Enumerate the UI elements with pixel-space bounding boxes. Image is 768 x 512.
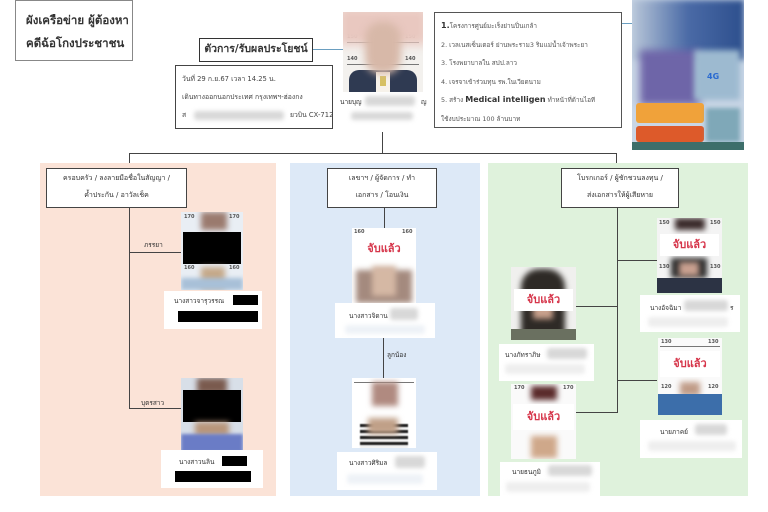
- member-nameplate-broker-4: นายธนภูมิ: [500, 462, 600, 498]
- member-photo-broker-4: 170 170 จับแล้ว: [511, 384, 576, 459]
- travel-flight: ส ยวบิน CX-712: [182, 111, 334, 120]
- redaction-bar: [233, 295, 258, 305]
- blurred-text: [505, 364, 585, 374]
- arrested-label: จับแล้ว: [660, 351, 720, 377]
- project-item: 1.โครงการศูนย์มะเร็งย่านปิ่นเกล้า: [441, 21, 537, 30]
- arrested-label: จับแล้ว: [660, 234, 719, 256]
- projects-box: 1.โครงการศูนย์มะเร็งย่านปิ่นเกล้า 2. เวล…: [434, 12, 622, 128]
- blurred-text: [695, 424, 727, 435]
- project-item: ใช้งบประมาณ 100 ล้านบาท: [441, 114, 521, 123]
- blurred-text: [547, 348, 587, 359]
- arrested-label: จับแล้ว: [513, 404, 574, 430]
- blurred-text: [648, 317, 728, 327]
- member-photo-broker-3: 130 130 120 120 จับแล้ว: [658, 338, 722, 415]
- principal-role-label: ตัวการ/รับผลประโยชน์: [199, 38, 313, 62]
- connector: [576, 306, 617, 307]
- connector: [576, 412, 618, 413]
- member-photo-broker-1: 150 150 130 130 จับแล้ว: [657, 218, 722, 293]
- blurred-text: [345, 325, 425, 334]
- connector: [617, 260, 657, 261]
- blurred-text: [390, 308, 418, 320]
- blurred-text: [684, 300, 728, 311]
- member-photo-daughter: [181, 378, 243, 453]
- blurred-text: [395, 456, 425, 468]
- travel-route: เดินทางออกนอกประเทศ กรุงเทพฯ-ฮ่องกง: [182, 93, 303, 101]
- member-nameplate-secretary: นางสาวจิดาน: [335, 303, 435, 338]
- category-secretary: เลขาฯ / ผู้จัดการ / ทำ เอกสาร / โอนเงิน: [327, 168, 437, 208]
- relation-daughter: บุตรสาว: [141, 399, 165, 407]
- member-nameplate-daughter: นางสาวนลิน: [161, 450, 263, 488]
- brochure-badge: 4G: [707, 72, 720, 81]
- arrested-label: จับแล้ว: [354, 238, 414, 260]
- connector: [129, 208, 130, 408]
- travel-info-box: วันที่ 29 ก.ย.67 เวลา 14.25 น. เดินทางออ…: [175, 65, 333, 129]
- relation-wife: ภรรยา: [144, 241, 163, 249]
- blurred-text: [194, 111, 284, 120]
- connector: [617, 208, 618, 412]
- principal-nameplate: นายบุญ ญ: [337, 95, 429, 123]
- connector: [617, 380, 657, 381]
- redaction-bar: [175, 471, 251, 482]
- member-photo-wife: 170 170 160 160: [181, 212, 243, 290]
- member-nameplate-wife: นางสาวจารุวรรณ: [164, 291, 262, 329]
- redaction-bar: [183, 232, 241, 264]
- arrested-label: จับแล้ว: [514, 289, 573, 311]
- connector: [616, 153, 617, 167]
- blurred-text: [648, 441, 736, 451]
- blurred-text: [351, 112, 413, 120]
- project-item: 2. เวลเนสเซ็นเตอร์ ย่านพระราม3 ริมแม่น้ำ…: [441, 40, 588, 49]
- project-item: 5. สร้าง Medical intelligen ทำหน้าที่ด้า…: [441, 95, 596, 104]
- blurred-text: [506, 482, 590, 492]
- member-nameplate-broker-1: นางอัจฉิมา ร: [640, 295, 740, 332]
- redaction-bar: [183, 390, 241, 422]
- redaction-bar: [222, 456, 247, 466]
- member-nameplate-subordinate: นางสาวศิริมล: [337, 452, 437, 490]
- connector: [382, 132, 383, 154]
- member-photo-secretary: 160 160 จับแล้ว: [352, 228, 416, 303]
- role-connector: [313, 49, 343, 50]
- connector: [129, 153, 616, 154]
- principal-photo: 150 150 140 140: [343, 12, 423, 92]
- member-photo-broker-2: จับแล้ว: [511, 267, 576, 340]
- diagram-title: ผังเครือข่าย ผู้ต้องหา คดีฉ้อโกงประชาชน: [15, 0, 133, 61]
- connector: [129, 252, 181, 253]
- project-item: 4. เจรจาเข้าร่วมทุน รพ.ในเวียดนาม: [441, 77, 541, 86]
- redaction-bar: [178, 311, 258, 322]
- blurred-text: [365, 96, 415, 106]
- connector: [129, 153, 130, 167]
- title-line-2: คดีฉ้อโกงประชาชน: [26, 36, 125, 50]
- project-item: 3. โรงพยาบาลใน สปป.ลาว: [441, 59, 517, 67]
- relation-subordinate: ลูกน้อง: [387, 351, 407, 359]
- connector: [384, 208, 385, 228]
- connector: [383, 338, 384, 378]
- travel-date: วันที่ 29 ก.ย.67 เวลา 14.25 น.: [182, 75, 276, 83]
- brochure-image: 4G: [632, 0, 744, 150]
- blurred-text: [548, 465, 592, 476]
- projects-connector: [622, 23, 632, 24]
- blurred-text: [347, 474, 423, 484]
- category-broker: โบรกเกอร์ / ผู้ชักชวนลงทุน / ส่งเอกสารให…: [561, 168, 679, 208]
- member-photo-subordinate: [352, 378, 416, 448]
- category-family: ครอบครัว / ลงลายมือชื่อในสัญญา / ค้ำประก…: [46, 168, 187, 208]
- title-line-1: ผังเครือข่าย ผู้ต้องหา: [26, 13, 129, 27]
- member-nameplate-broker-2: นางภัทราภิษ: [499, 344, 594, 381]
- connector: [129, 408, 181, 409]
- member-nameplate-broker-3: นายภาคย์: [640, 420, 742, 458]
